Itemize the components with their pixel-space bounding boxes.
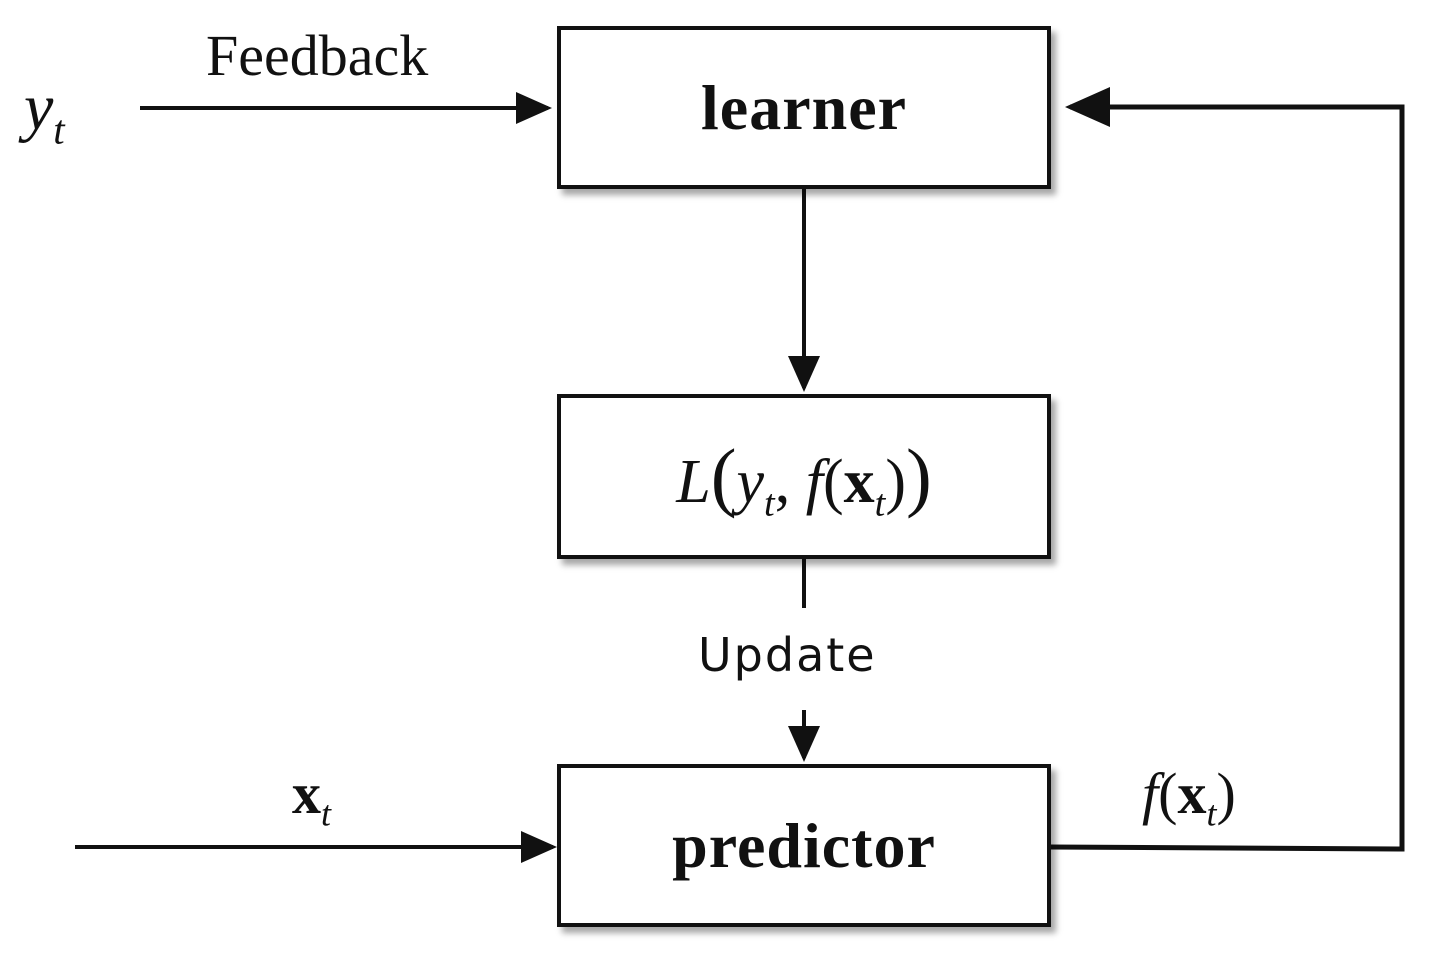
feedback-label: Feedback — [206, 23, 429, 88]
update-label: Update — [698, 628, 877, 682]
x-input-label: xt — [292, 761, 331, 834]
prediction-output-label: f(xt) — [1142, 761, 1236, 834]
y-input-label: yt — [24, 71, 65, 153]
predictor-box: predictor — [557, 764, 1051, 927]
loss-formula: L(yt, f(xt)) — [676, 433, 932, 525]
learner-box: learner — [557, 26, 1051, 189]
loss-box: L(yt, f(xt)) — [557, 394, 1051, 559]
learner-label: learner — [701, 71, 907, 143]
predictor-label: predictor — [672, 809, 936, 881]
output-feedback-loop — [1049, 87, 1405, 852]
